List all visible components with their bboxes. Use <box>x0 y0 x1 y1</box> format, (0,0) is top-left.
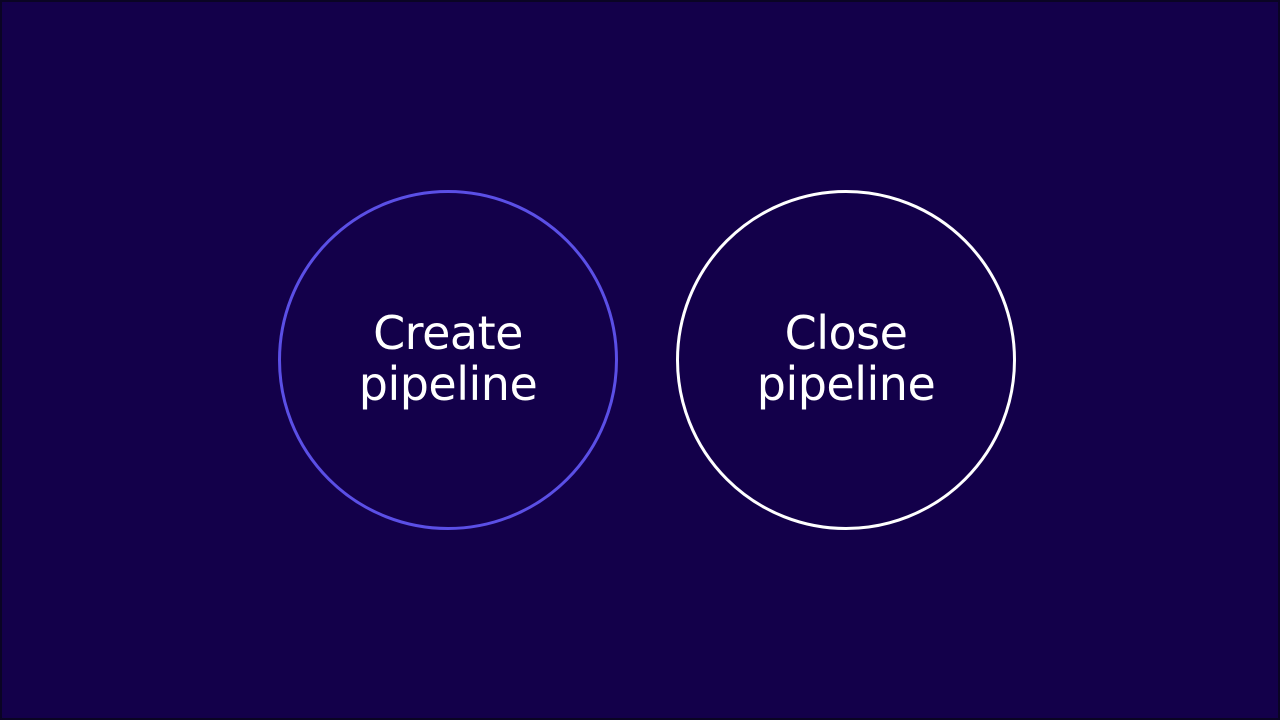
close-pipeline-label: Close pipeline <box>757 308 936 410</box>
create-pipeline-circle: Create pipeline <box>278 190 618 530</box>
close-pipeline-line-2: pipeline <box>756 357 936 411</box>
close-pipeline-line-1: Close <box>784 306 908 360</box>
create-pipeline-label: Create pipeline <box>359 308 538 410</box>
create-pipeline-line-1: Create <box>373 306 523 360</box>
close-pipeline-circle: Close pipeline <box>676 190 1016 530</box>
create-pipeline-line-2: pipeline <box>358 357 538 411</box>
